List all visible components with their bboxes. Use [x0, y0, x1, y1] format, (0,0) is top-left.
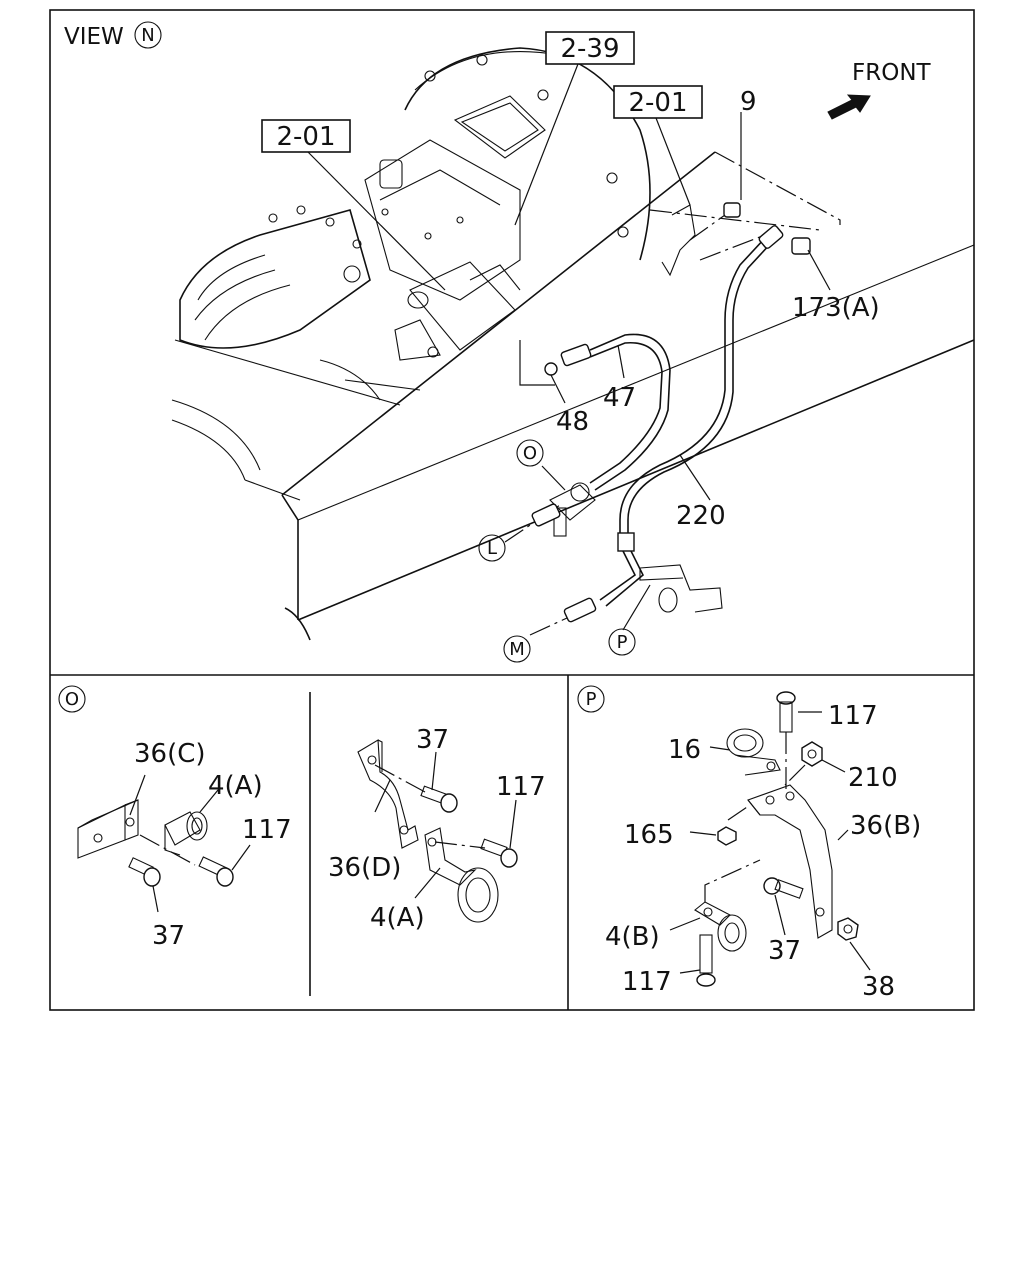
panel-p-clamp-4b — [669, 859, 761, 952]
panel-p-bolt-117-bottom — [679, 934, 716, 987]
bracket-p-main — [622, 564, 723, 631]
panel-o-left-clamp — [164, 789, 219, 856]
panel-p-label-37: 37 — [768, 936, 801, 966]
panel-p-label-117-bottom: 117 — [622, 967, 672, 997]
panel-p-label-165: 165 — [624, 820, 674, 850]
panel-o-left-bolt-37 — [128, 857, 161, 913]
chassis-frame-rail — [171, 151, 975, 641]
pipe-220 — [599, 225, 784, 607]
panel-p-clamp-16 — [709, 728, 781, 776]
panel-p-nut-210 — [784, 741, 846, 786]
guide-dash-220 — [699, 234, 766, 261]
panel-o-left-guide — [139, 834, 196, 866]
callout-47: 47 — [603, 383, 636, 413]
leader-220 — [679, 454, 711, 501]
callout-9: 9 — [740, 87, 757, 117]
guide-dash-top — [714, 151, 841, 225]
panel-o-marker: O — [58, 685, 86, 713]
callout-173a: 173(A) — [792, 293, 880, 323]
panel-o-right-bolt-117 — [480, 799, 518, 868]
front-label: FRONT — [852, 60, 932, 86]
marker-p: P — [608, 628, 636, 656]
panel-o-right-guide-a — [374, 764, 426, 793]
panel-p-label-117-top: 117 — [828, 701, 878, 731]
panel-o-left-bolt-117 — [198, 844, 251, 887]
guide-dash-mid — [649, 209, 821, 231]
panel-p-label-38: 38 — [862, 972, 895, 1002]
panel-p-label-210: 210 — [848, 763, 898, 793]
ref-box-2-01-right: 2-01 — [613, 85, 703, 119]
view-letter-circle — [134, 21, 162, 49]
ref-box-2-01-left-text: 2-01 — [276, 122, 335, 152]
panel-o-marker-letter: O — [65, 689, 79, 710]
marker-o-letter: O — [523, 443, 537, 464]
panel-o-left-label-36c: 36(C) — [134, 739, 206, 769]
pipe-47 — [560, 333, 671, 491]
panel-o-right-bolt-37 — [420, 751, 458, 813]
marker-m: M — [503, 635, 531, 663]
clamp-o-main — [531, 465, 596, 537]
leader-ref-2-39 — [514, 63, 579, 226]
panel-o-right-label-117: 117 — [496, 772, 546, 802]
leader-48 — [550, 374, 566, 404]
ref-box-2-39: 2-39 — [545, 31, 635, 65]
ref-box-2-01-right-text: 2-01 — [628, 88, 687, 118]
panel-o-left-label-117: 117 — [242, 815, 292, 845]
guide-48 — [519, 340, 555, 386]
view-title: VIEW N — [64, 21, 162, 50]
panel-o-right-label-4a: 4(A) — [370, 903, 425, 933]
panel-p-label-36b: 36(B) — [850, 811, 921, 841]
panel-o-left-label-37: 37 — [152, 921, 185, 951]
callout-220: 220 — [676, 501, 726, 531]
panel-o-right-label-37: 37 — [416, 725, 449, 755]
callout-48: 48 — [556, 407, 589, 437]
part-48-washer — [544, 362, 558, 376]
panel-p-bracket-36b — [747, 784, 849, 939]
panel-p-label-16: 16 — [668, 735, 701, 765]
leader-47 — [617, 344, 625, 379]
leader-ref-2-01-right — [655, 117, 691, 206]
leader-ref-2-01-left — [307, 151, 446, 291]
marker-l: L — [478, 534, 506, 562]
view-title-text: VIEW — [64, 24, 124, 50]
ref-box-2-01-left: 2-01 — [261, 119, 351, 153]
part-9-nut — [723, 112, 742, 218]
marker-l-letter: L — [487, 538, 497, 559]
transmission-assembly — [179, 47, 651, 401]
marker-m-letter: M — [509, 639, 525, 660]
ref-box-2-39-text: 2-39 — [560, 34, 619, 64]
panel-p-marker-letter: P — [586, 689, 597, 710]
panel-o-right-clamp — [414, 827, 499, 923]
marker-p-letter: P — [617, 632, 628, 653]
panel-p-bolt-117-top — [776, 691, 822, 790]
guide-dash-9 — [689, 214, 726, 241]
bracket-right-transmission — [661, 204, 696, 277]
outer-frame — [49, 9, 975, 1011]
front-direction: FRONT — [827, 60, 932, 120]
part-173a-fitting — [791, 237, 831, 291]
front-arrow-icon — [827, 94, 871, 120]
panel-o-right-bracket — [357, 739, 419, 849]
hose-m — [563, 597, 597, 623]
panel-o-right-guide-b — [434, 841, 486, 849]
panel-p-washer-165 — [689, 804, 751, 846]
panel-o-right-label-36d: 36(D) — [328, 853, 401, 883]
panel-p-label-4b: 4(B) — [605, 922, 660, 952]
view-letter: N — [141, 25, 154, 46]
panel-o-left-bracket — [77, 774, 146, 859]
panel-p-nut-38 — [837, 917, 871, 971]
marker-o: O — [516, 439, 544, 467]
panel-p-bolt-37 — [763, 877, 804, 936]
panel-p-marker: P — [577, 685, 605, 713]
panel-o-left-label-4a: 4(A) — [208, 771, 263, 801]
